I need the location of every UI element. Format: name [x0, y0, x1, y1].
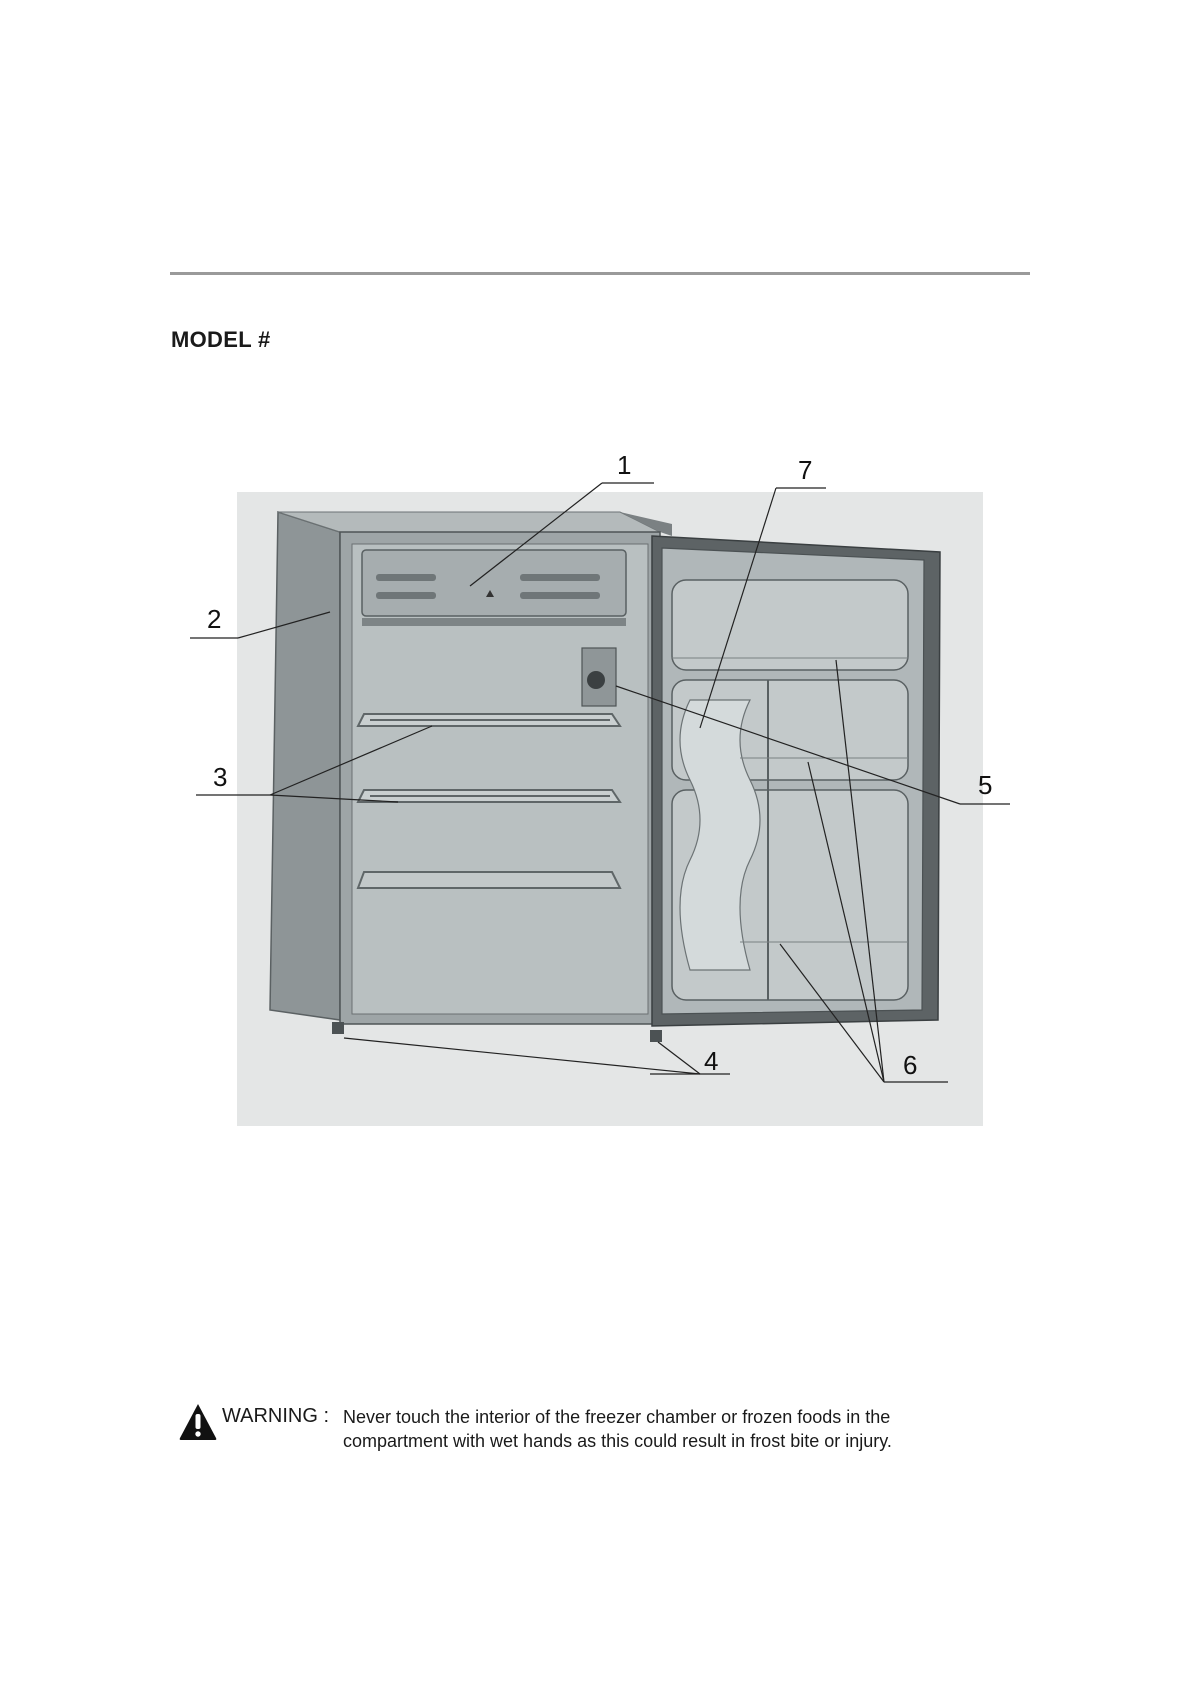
callout-4: 4	[704, 1046, 718, 1077]
thermostat-control	[582, 648, 616, 706]
warning-label: WARNING :	[222, 1404, 329, 1428]
refrigerator-door	[652, 536, 940, 1026]
crisper-cover	[358, 872, 620, 888]
wire-shelf-upper	[358, 714, 620, 726]
callout-7: 7	[798, 455, 812, 486]
callout-1: 1	[617, 450, 631, 481]
callout-5: 5	[978, 770, 992, 801]
warning-exclamation-icon	[178, 1402, 218, 1442]
warning-text-line-2: compartment with wet hands as this could…	[343, 1429, 892, 1453]
cabinet-side-panel	[270, 512, 340, 1020]
callout-2: 2	[207, 604, 221, 635]
foot-right	[650, 1030, 662, 1042]
callout-3: 3	[213, 762, 227, 793]
freezer-compartment	[362, 550, 626, 626]
wire-shelf-lower	[358, 790, 620, 802]
warning-text-line-1: Never touch the interior of the freezer …	[343, 1405, 890, 1429]
foot-left	[332, 1022, 344, 1034]
callout-6: 6	[903, 1050, 917, 1081]
